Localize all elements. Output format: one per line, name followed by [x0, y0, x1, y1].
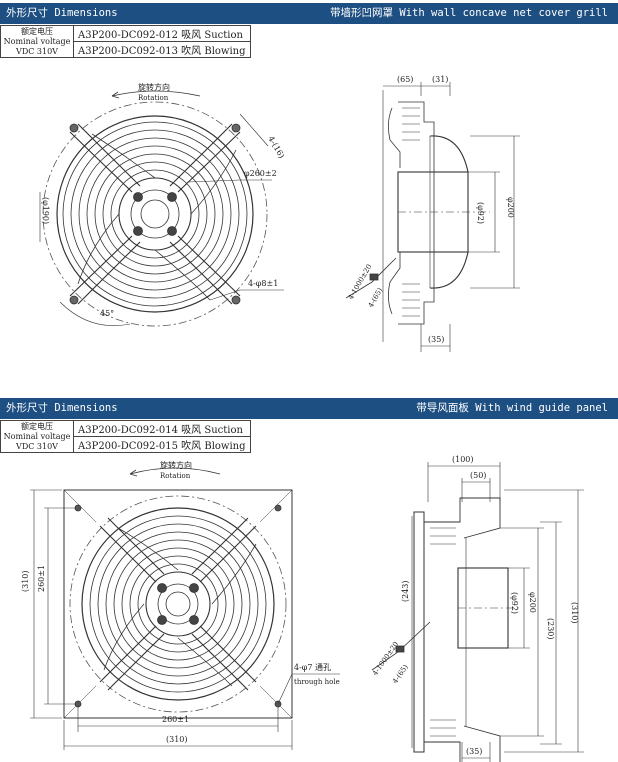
section2-header: 外形尺寸 Dimensions 带导风面板 With wind guide pa… — [0, 398, 618, 419]
dim-w35: (35) — [428, 335, 444, 344]
section2-spec-table: 额定电压 Nominal voltage VDC 310V A3P200-DC0… — [0, 420, 251, 453]
voltage-cn: 额定电压 — [21, 26, 53, 36]
dim-w35-2: (35) — [466, 747, 482, 756]
dim-d260: φ260±2 — [244, 169, 277, 178]
dim-a45: 45° — [100, 309, 114, 318]
dim-h310r: (310) — [570, 602, 579, 624]
section1-spec-table: 额定电压 Nominal voltage VDC 310V A3P200-DC0… — [0, 25, 251, 58]
voltage-value: VDC 310V — [16, 46, 58, 56]
dim-w31: (31) — [432, 75, 448, 84]
model-suction-2: A3P200-DC092-014 吸风 Suction — [73, 420, 251, 437]
voltage-en-2: Nominal voltage — [3, 431, 71, 441]
rotation-cn: 旋转方向 — [138, 82, 170, 92]
dim-h260: 260±1 — [37, 565, 46, 592]
voltage-cn-2: 额定电压 — [21, 421, 53, 431]
side-view-panel — [413, 462, 520, 762]
dim-cable-2: 4-1000±20 — [371, 640, 400, 677]
dim-cable: 4-1000±20 — [347, 263, 374, 301]
section1-header-right: 带墙形凹网罩 With wall concave net cover grill — [330, 7, 608, 19]
voltage-label-2: 额定电压 Nominal voltage VDC 310V — [0, 420, 74, 453]
voltage-en: Nominal voltage — [3, 36, 71, 46]
model-blowing: A3P200-DC092-013 吹风 Blowing — [73, 41, 251, 58]
section2-drawing: 旋转方向 Rotation (310) — [21, 455, 584, 762]
front-view-fan — [42, 101, 268, 327]
side-view-fan — [382, 82, 490, 342]
rotation-en: Rotation — [138, 94, 169, 102]
rotation-en-2: Rotation — [160, 472, 191, 480]
dim-h310: (310) — [21, 570, 30, 592]
rotation-cn-2: 旋转方向 — [160, 460, 192, 470]
front-view-panel — [63, 489, 293, 719]
voltage-value-2: VDC 310V — [16, 441, 58, 451]
dim-d92: (φ92) — [476, 202, 485, 224]
dim-w100: (100) — [452, 455, 474, 464]
dim-h230: (230) — [546, 618, 555, 640]
section1-drawing: 旋转方向 Rotation — [39, 75, 520, 352]
hole-cn: 4-φ7 通孔 — [294, 662, 331, 672]
dim-w260: 260±1 — [162, 715, 189, 724]
section1-header: 外形尺寸 Dimensions 带墙形凹网罩 With wall concave… — [0, 3, 618, 24]
dim-h243: (243) — [401, 580, 410, 602]
dim-d200: φ200 — [506, 197, 515, 218]
dim-d8: 4-φ8±1 — [248, 279, 278, 288]
section1-header-left: 外形尺寸 Dimensions — [6, 7, 118, 19]
hole-en: through hole — [294, 678, 340, 686]
section2-header-right: 带导风面板 With wind guide panel — [416, 402, 608, 414]
dim-d190: (φ190) — [41, 197, 50, 224]
dim-w65: (65) — [397, 75, 413, 84]
section2-header-left: 外形尺寸 Dimensions — [6, 402, 118, 414]
dim-w50: (50) — [470, 471, 486, 480]
dim-d92-2: (φ92) — [510, 592, 519, 614]
dim-cable2-2: 4-(65) — [391, 663, 410, 685]
dim-w310: (310) — [166, 735, 188, 744]
model-blowing-2: A3P200-DC092-015 吹风 Blowing — [73, 436, 251, 453]
dim-d16: 4-(16) — [266, 135, 286, 160]
dim-d200-2: φ200 — [528, 592, 537, 613]
model-suction: A3P200-DC092-012 吸风 Suction — [73, 25, 251, 42]
dim-cable2: 4-(65) — [367, 286, 385, 309]
voltage-label: 额定电压 Nominal voltage VDC 310V — [0, 25, 74, 58]
